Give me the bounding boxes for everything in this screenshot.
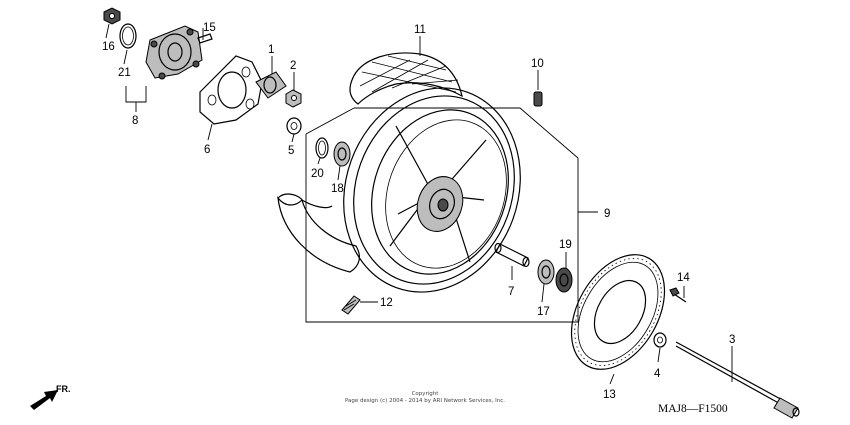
part-10-valve: [533, 91, 543, 107]
part-3-axle: [675, 341, 800, 419]
callout-10: 10: [531, 58, 544, 70]
callout-19: 19: [559, 239, 572, 251]
part-hub-flange: [145, 25, 203, 80]
leader-lines: [105, 23, 733, 385]
part-7-spacer: [494, 242, 530, 268]
part-16-nut: [103, 7, 121, 25]
callout-15: 15: [203, 22, 216, 34]
part-14-bolt: [669, 287, 687, 303]
callout-20: 20: [311, 168, 324, 180]
front-arrow-icon: FR.: [30, 384, 71, 410]
copyright-line-2: Page design (c) 2004 - 2014 by ARI Netwo…: [345, 398, 505, 404]
callout-12: 12: [380, 297, 393, 309]
part-6-plate: [199, 55, 263, 125]
part-19-seal: [555, 267, 573, 293]
part-9-wheel: [343, 87, 521, 293]
callout-5: 5: [288, 145, 294, 157]
callout-1: 1: [268, 44, 274, 56]
part-13-disc: [570, 254, 666, 370]
part-21-o-ring: [119, 23, 137, 49]
copyright-line-1: Copyright: [412, 391, 440, 397]
callout-7: 7: [508, 286, 514, 298]
callout-13: 13: [603, 389, 616, 401]
bracket-8: [125, 86, 147, 112]
callouts: 16 21 8 15 1 2 5 6 20 18 11 10 9 12 7 17…: [102, 22, 735, 401]
callout-9: 9: [604, 208, 610, 220]
part-20-seal: [315, 137, 329, 159]
part-tire-lower: [277, 193, 360, 273]
callout-18: 18: [331, 183, 344, 195]
part-15-stud: [197, 33, 213, 44]
callout-16: 16: [102, 41, 115, 53]
callout-14: 14: [677, 272, 690, 284]
callout-8: 8: [132, 115, 138, 127]
callout-6: 6: [204, 144, 210, 156]
part-5-washer: [286, 117, 302, 135]
part-1-collar: [255, 71, 287, 99]
callout-21: 21: [118, 67, 131, 79]
part-12-valve-stem: [341, 295, 361, 315]
part-17-bearing: [537, 259, 555, 285]
callout-4: 4: [654, 368, 661, 380]
callout-3: 3: [729, 334, 735, 346]
callout-17: 17: [537, 306, 550, 318]
part-18-bearing: [333, 141, 351, 167]
diagram-code: MAJ8—F1500: [658, 403, 728, 415]
callout-11: 11: [414, 24, 426, 36]
part-4-collar: [653, 332, 667, 348]
callout-2: 2: [290, 60, 296, 72]
assembly-bracket-9: [305, 107, 579, 323]
front-label: FR.: [56, 384, 71, 394]
part-2-nut: [285, 89, 302, 108]
